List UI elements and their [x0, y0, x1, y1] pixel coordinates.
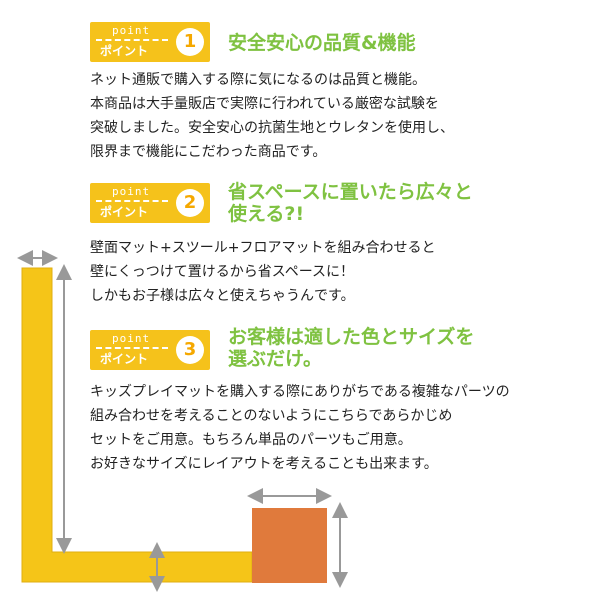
point-heading-1: 安全安心の品質&機能 — [228, 32, 416, 54]
badge-word: point — [112, 24, 151, 37]
point-body-3: キッズプレイマットを購入する際にありがちである複雑なパーツの 組み合わせを考える… — [90, 384, 510, 472]
badge-word: point — [112, 332, 151, 345]
point-body-1: ネット通販で購入する際に気になるのは品質と機能。 本商品は大手量販店で実際に行わ… — [90, 72, 454, 160]
badge-number: 2 — [176, 189, 204, 217]
point-heading-3: お客様は適した色とサイズを 選ぶだけ。 — [228, 326, 475, 370]
point-body-2: 壁面マット+スツール+フロアマットを組み合わせると 壁にくっつけて置けるから省ス… — [90, 240, 436, 304]
point-heading-2: 省スペースに置いたら広々と 使える?! — [228, 181, 473, 225]
point-badge-2: point ポイント 2 — [90, 183, 210, 223]
point-badge-3: point ポイント 3 — [90, 330, 210, 370]
point-badge-1: point ポイント 1 — [90, 22, 210, 62]
badge-label: ポイント — [100, 205, 149, 219]
stool — [252, 508, 327, 583]
badge-number: 3 — [176, 336, 204, 364]
badge-word: point — [112, 185, 151, 198]
badge-label: ポイント — [100, 352, 149, 366]
badge-label: ポイント — [100, 44, 149, 58]
badge-number: 1 — [176, 28, 204, 56]
